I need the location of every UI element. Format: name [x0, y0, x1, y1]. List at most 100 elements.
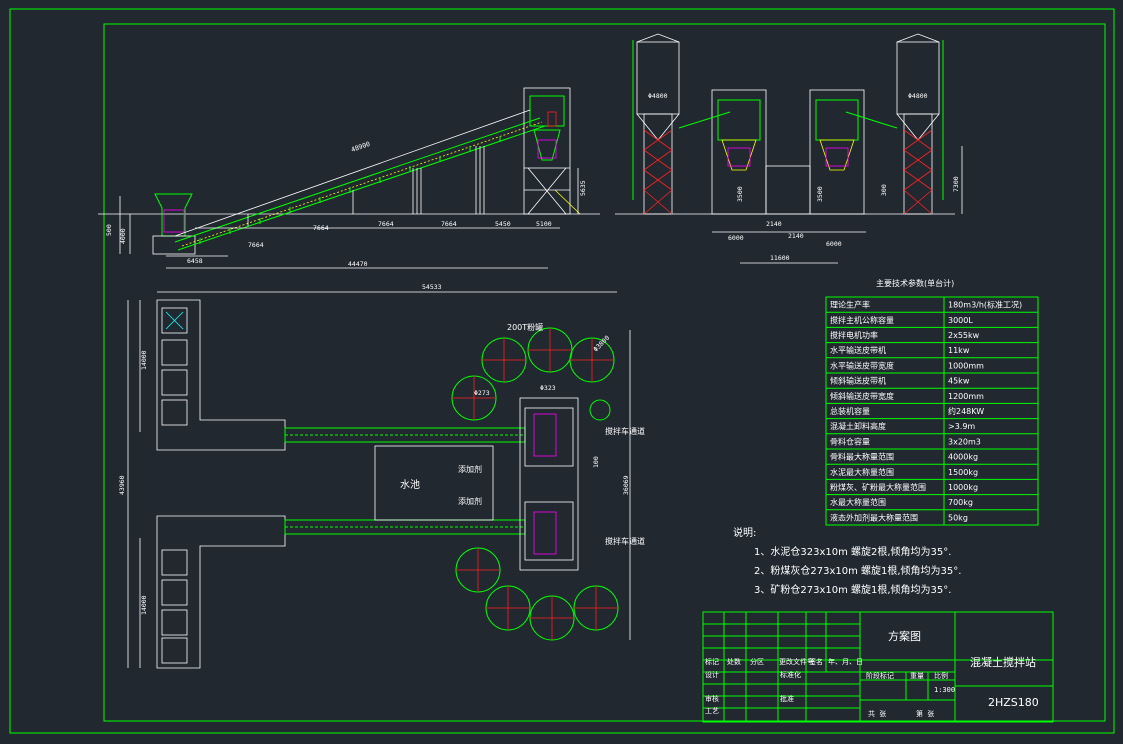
dim-span3: 7664: [378, 220, 394, 228]
plan-silo-d2: Φ323: [540, 384, 556, 392]
spec-row-value: 1000kg: [948, 483, 978, 492]
plan-dim-mid-h: 36069: [622, 475, 630, 495]
spec-row-key: 搅拌电机功率: [830, 330, 878, 340]
spec-row-value: 1200mm: [948, 392, 984, 401]
tb-model: 2HZS180: [988, 696, 1039, 709]
spec-row-value: 1000mm: [948, 361, 984, 370]
notes: 说明: 1、水泥仓323x10m 螺旋2根,倾角均为35°. 2、粉煤灰仓273…: [733, 526, 961, 596]
spec-row-value: 约248KW: [948, 406, 984, 416]
tb-project: 混凝土搅拌站: [970, 655, 1036, 669]
spec-row-key: 总装机容量: [830, 406, 870, 416]
dim-span4: 7664: [441, 220, 457, 228]
front-h1: 3500: [736, 186, 744, 202]
tb-scale: 1:300: [934, 686, 955, 694]
spec-row-key: 倾斜输送皮带机: [830, 376, 886, 386]
dim-conveyor-length: 48900: [350, 140, 371, 154]
tb-cell-weight: 重量: [910, 672, 924, 680]
plan-dim-width: 54533: [422, 283, 442, 291]
tb-cell-count: 处数: [727, 657, 741, 666]
tb-cell-zone: 分区: [750, 657, 764, 666]
dim-span1: 7664: [248, 241, 264, 249]
spec-row-value: 4000kg: [948, 453, 978, 462]
side-elevation: 48900 500 4000 5635 7664 7664 7664 7664 …: [98, 87, 600, 269]
title-block: 标记 处数 分区 更改文件号 签名 年、月、日 设计 标准化 审核 工艺 批准 …: [702, 611, 1054, 723]
front-dim-4: 2140: [788, 232, 804, 240]
front-silo-dia-1: Φ4800: [648, 92, 668, 100]
front-dim-3: 2140: [766, 220, 782, 228]
plan-view: 54533 43960 14000 14000 水池 添加剂 添加剂: [118, 283, 645, 669]
front-dim-2: 6000: [826, 240, 842, 248]
tb-cell-scale-label: 比例: [934, 671, 948, 680]
front-h2: 3500: [816, 186, 824, 202]
spec-table-title: 主要技术参数(单台计): [876, 278, 954, 288]
dim-hopper-offset: 6458: [187, 257, 203, 265]
plan-truck-lane-1: 搅拌车通道: [605, 426, 645, 436]
outer-frame: [9, 8, 1115, 734]
spec-row-value: >3.9m: [948, 422, 975, 431]
spec-row-value: 45kw: [948, 377, 970, 386]
spec-row-key: 水最大称量范围: [830, 497, 886, 507]
spec-table: 主要技术参数(单台计) 理论生产率 180m3/h(标准工况) 搅拌主机公称容量 30…: [825, 278, 1039, 526]
note-item-2: 2、粉煤灰仓273x10m 螺旋1根,倾角均为35°.: [754, 564, 961, 577]
front-h3: 300: [880, 184, 888, 196]
front-elevation: Φ4800 Φ4800 6000 6000 2140 2140 11600 35…: [615, 33, 963, 264]
spec-row-key: 骨料仓容量: [830, 436, 870, 446]
spec-row-value: 2x55kw: [948, 331, 980, 340]
tb-cell-marker: 标记: [705, 657, 719, 666]
tb-cell-signature: 签名: [809, 657, 823, 666]
dim-left-h1: 4000: [119, 228, 127, 244]
front-dim-1: 6000: [728, 234, 744, 242]
plan-additive-1: 添加剂: [458, 464, 482, 474]
tb-cell-change-doc: 更改文件号: [779, 657, 814, 666]
tb-cell-standard: 标准化: [780, 670, 801, 679]
spec-row-value: 700kg: [948, 498, 973, 507]
tb-drawing-type: 方案图: [888, 629, 921, 643]
plan-truck-lane-2: 搅拌车通道: [605, 536, 645, 546]
notes-heading: 说明:: [733, 526, 756, 539]
front-silo-dia-2: Φ4800: [908, 92, 928, 100]
spec-row-value: 50kg: [948, 513, 968, 522]
tb-cell-total-sheets: 共 张: [868, 709, 886, 718]
spec-row-value: 3x20m3: [948, 437, 981, 446]
dim-total-length: 44470: [348, 260, 368, 268]
tb-cell-review: 审核: [705, 694, 719, 703]
spec-row-key: 水平输送皮带机: [830, 345, 886, 355]
spec-row-key: 混凝土卸料高度: [830, 421, 886, 431]
plan-dim-gap: 100: [592, 456, 600, 468]
plan-dim-total-h: 43960: [118, 475, 126, 495]
plan-silo-d1: Φ273: [474, 389, 490, 397]
note-item-1: 1、水泥仓323x10m 螺旋2根,倾角均为35°.: [754, 545, 951, 558]
spec-row-key: 理论生产率: [830, 300, 870, 310]
tb-cell-design: 设计: [705, 670, 719, 679]
tb-cell-sheet-no: 第 张: [916, 709, 934, 718]
inner-frame: [103, 23, 1106, 722]
plan-additive-2: 添加剂: [458, 496, 482, 506]
plan-dim-h-bot: 14000: [140, 595, 148, 615]
tb-cell-date: 年、月、日: [828, 657, 863, 666]
front-h4: 7300: [952, 176, 960, 192]
front-dim-total: 11600: [770, 254, 790, 262]
dim-tower-h: 5635: [579, 180, 587, 196]
tb-cell-stage: 阶段标记: [866, 671, 894, 680]
plan-water-pool: 水池: [400, 478, 420, 491]
spec-row-key: 粉煤灰、矿粉最大称量范围: [830, 482, 926, 492]
tb-cell-approve: 批准: [780, 694, 794, 703]
plan-silo-d3: Φ3800: [592, 334, 612, 354]
spec-row-key: 水泥最大称量范围: [830, 467, 894, 477]
tb-cell-process: 工艺: [705, 707, 719, 715]
spec-row-value: 11kw: [948, 346, 970, 355]
spec-row-value: 180m3/h(标准工况): [948, 300, 1022, 310]
dim-left-h2: 500: [105, 224, 113, 236]
dim-span5: 5450: [495, 220, 511, 228]
plan-dim-h-top: 14000: [140, 350, 148, 370]
spec-row-key: 倾斜输送皮带宽度: [830, 391, 894, 401]
spec-row-key: 搅拌主机公称容量: [830, 315, 894, 325]
dim-span6: 5100: [536, 220, 552, 228]
spec-row-value: 3000L: [948, 316, 973, 325]
spec-row-value: 1500kg: [948, 468, 978, 477]
dim-span2: 7664: [313, 224, 329, 232]
note-item-3: 3、矿粉仓273x10m 螺旋1根,倾角均为35°.: [754, 583, 951, 596]
spec-row-key: 液态外加剂最大称量范围: [830, 512, 918, 522]
spec-row-key: 水平输送皮带宽度: [830, 360, 894, 370]
